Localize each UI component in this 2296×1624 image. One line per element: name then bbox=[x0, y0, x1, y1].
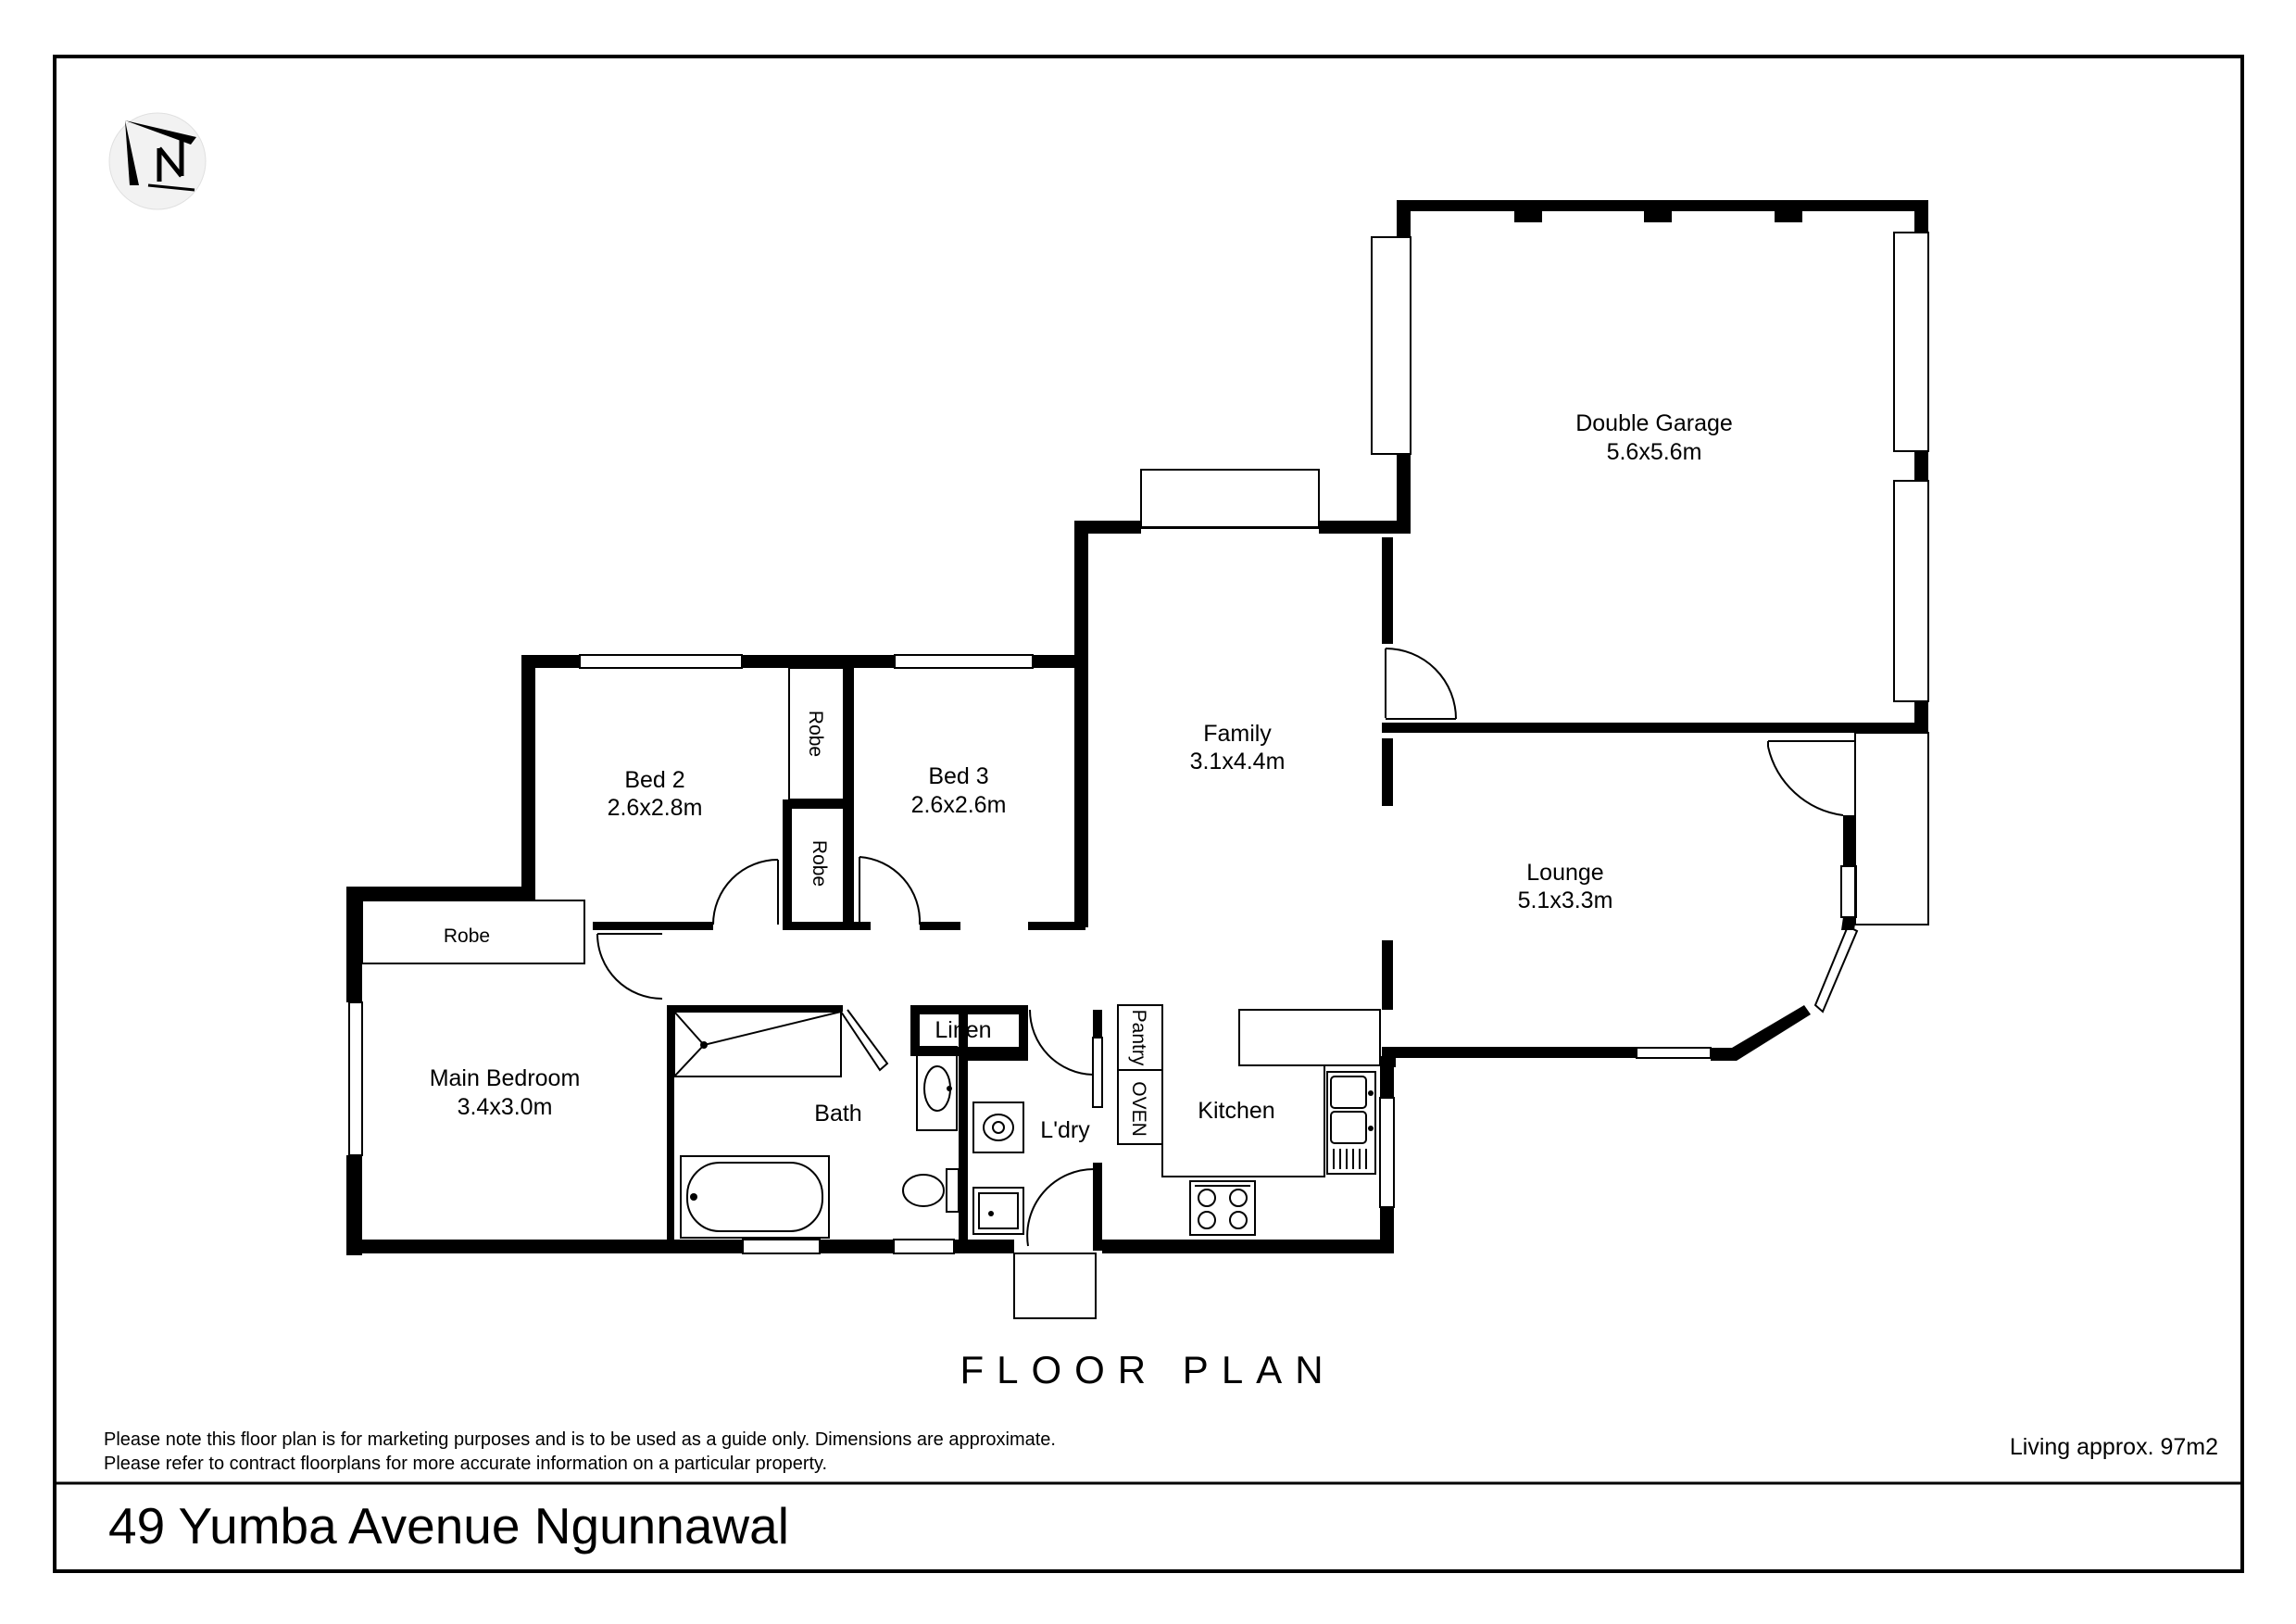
disclaimer-line: Please refer to contract floorplans for … bbox=[104, 1454, 828, 1474]
bath-name: Bath bbox=[814, 1101, 861, 1127]
lounge-porch-door bbox=[1767, 740, 1855, 816]
main-bedroom-window bbox=[348, 1001, 363, 1156]
lounge-size: 5.1x3.3m bbox=[1518, 888, 1613, 913]
linen-walls bbox=[910, 1005, 1028, 1056]
bed3-window bbox=[894, 654, 1034, 669]
main-bedroom-door bbox=[596, 933, 663, 1000]
double-garage-name: Double Garage bbox=[1575, 410, 1733, 436]
family-name: Family bbox=[1203, 721, 1272, 747]
garage-door-right-lower bbox=[1893, 480, 1929, 702]
laundry-side-window bbox=[1092, 1037, 1103, 1108]
bed2-name: Bed 2 bbox=[624, 767, 684, 793]
vanity-sink-icon bbox=[916, 1046, 958, 1131]
lounge-name: Lounge bbox=[1526, 860, 1603, 886]
toilet-icon bbox=[902, 1168, 960, 1213]
linen-name: Linen bbox=[935, 1017, 991, 1043]
bed2-door bbox=[712, 859, 779, 925]
family-size: 3.1x4.4m bbox=[1190, 749, 1286, 774]
lounge-bay-window bbox=[1813, 925, 1859, 1013]
disclaimer: Please note this floor plan is for marke… bbox=[104, 1428, 1056, 1476]
bathtub-icon bbox=[680, 1155, 830, 1239]
property-address: 49 Yumba Avenue Ngunnawal bbox=[108, 1497, 789, 1555]
robe-bed3-name: Robe bbox=[809, 840, 830, 887]
laundry-exterior-door bbox=[1013, 1167, 1097, 1319]
garage-walls bbox=[1382, 200, 1928, 733]
cooktop-icon bbox=[1189, 1180, 1256, 1236]
family-walls bbox=[1074, 521, 1411, 1010]
bath-window-1 bbox=[742, 1239, 821, 1254]
double-garage-size: 5.6x5.6m bbox=[1607, 439, 1702, 465]
washing-machine-icon bbox=[972, 1102, 1024, 1153]
laundry-name: L'dry bbox=[1040, 1117, 1090, 1143]
lounge-window-bottom bbox=[1636, 1047, 1712, 1059]
bed3-size: 2.6x2.6m bbox=[911, 792, 1007, 818]
kitchen-walls bbox=[1102, 1056, 1394, 1253]
garage-entry-door bbox=[1385, 648, 1457, 720]
sheet-border bbox=[53, 55, 2244, 1573]
lounge-walls bbox=[1382, 1047, 1637, 1251]
laundry-tub-icon bbox=[972, 1187, 1024, 1235]
oven-name: OVEN bbox=[1128, 1081, 1149, 1137]
garage-door-right-upper bbox=[1893, 232, 1929, 452]
garage-window-left bbox=[1371, 236, 1411, 455]
lounge-side-window bbox=[1840, 865, 1857, 918]
bed3-name: Bed 3 bbox=[928, 763, 988, 789]
lounge-bay-wall bbox=[1711, 1005, 1811, 1061]
robe-bed2-name: Robe bbox=[805, 711, 826, 757]
shower-icon bbox=[673, 1009, 889, 1077]
disclaimer-line: Please note this floor plan is for marke… bbox=[104, 1429, 1056, 1450]
main-bedroom-walls bbox=[346, 887, 1014, 1255]
main-bedroom-size: 3.4x3.0m bbox=[458, 1094, 553, 1120]
main-bedroom-name: Main Bedroom bbox=[430, 1065, 581, 1091]
north-arrow-icon bbox=[108, 112, 207, 210]
kitchen-name: Kitchen bbox=[1198, 1098, 1274, 1124]
double-sink-icon bbox=[1326, 1071, 1376, 1175]
robe-main-name: Robe bbox=[444, 925, 490, 947]
bed2-window bbox=[579, 654, 743, 669]
bed3-door bbox=[859, 856, 922, 925]
kitchen-window bbox=[1379, 1097, 1395, 1208]
family-sliding-door bbox=[1140, 469, 1320, 528]
bath-window-2 bbox=[893, 1239, 955, 1254]
living-area: Living approx. 97m2 bbox=[2009, 1434, 2218, 1460]
bed2-size: 2.6x2.8m bbox=[608, 795, 703, 821]
plan-title: FLOOR PLAN bbox=[960, 1348, 1336, 1391]
pantry-name: Pantry bbox=[1128, 1010, 1149, 1066]
laundry-door bbox=[1029, 1009, 1094, 1076]
